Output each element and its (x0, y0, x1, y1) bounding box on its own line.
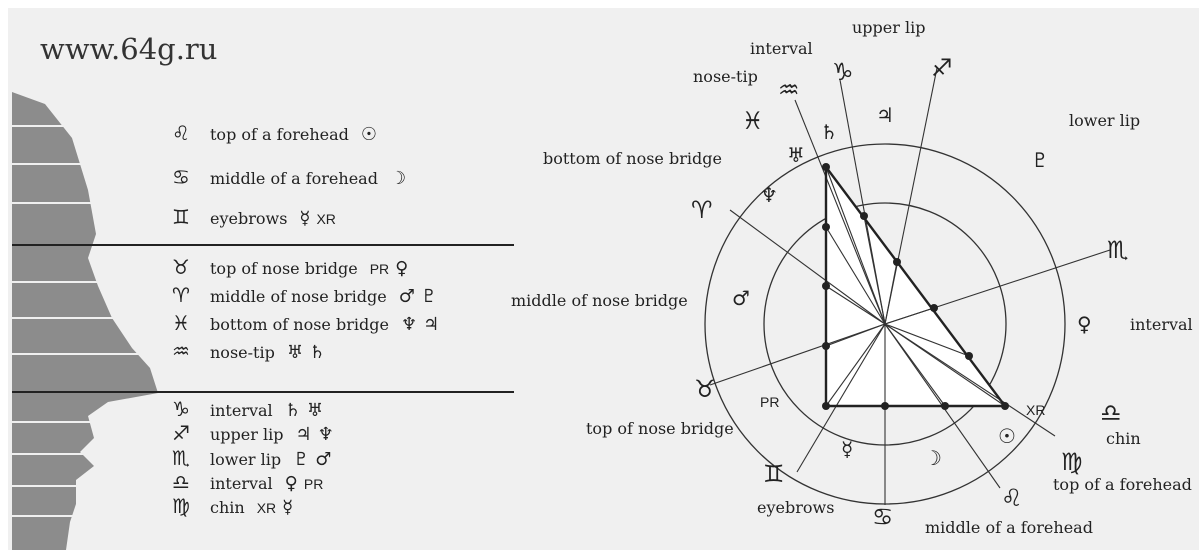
zodiac-sign-icon: ♎ (1100, 399, 1122, 427)
planet-icon: ♂ (732, 286, 750, 310)
zodiac-sign-icon: ♓ (742, 107, 764, 135)
planet-code: XR (1026, 402, 1045, 418)
zodiac-sign-icon: ♉ (694, 375, 716, 403)
planet-icon: ♄ (820, 120, 838, 144)
diagram-label: top of nose bridge (586, 419, 734, 438)
dot (822, 223, 830, 231)
diagram-label: middle of nose bridge (511, 291, 688, 310)
dot (893, 258, 901, 266)
zodiac-sign-icon: ♐ (931, 54, 953, 82)
zodiac-sign-icon: ♈ (691, 196, 713, 224)
zodiac-sign-icon: ♍ (1061, 448, 1083, 476)
diagram-label: lower lip (1069, 111, 1140, 130)
planet-icon: ♅ (787, 143, 805, 167)
dot (1001, 402, 1009, 410)
zodiac-sign-icon: ♏ (1107, 236, 1129, 264)
diagram-label: chin (1106, 429, 1141, 448)
zodiac-sign-icon: ♑ (832, 58, 854, 86)
diagram-label: eyebrows (757, 498, 834, 517)
zodiac-sign-icon: ♊ (763, 460, 785, 488)
planet-icon: ☉ (998, 424, 1016, 448)
planet-icon: ☽ (924, 446, 942, 470)
dot (822, 282, 830, 290)
dot (822, 163, 830, 171)
diagram-label: bottom of nose bridge (543, 149, 722, 168)
dot (965, 352, 973, 360)
planet-icon: ♃ (876, 103, 894, 127)
planet-icon: ☿ (841, 437, 853, 461)
zodiac-sign-icon: ♒ (778, 76, 800, 104)
diagram-label: middle of a forehead (925, 518, 1093, 537)
planet-icon: ♇ (1031, 148, 1049, 172)
diagram-label: top of a forehead (1053, 475, 1192, 494)
dot (860, 212, 868, 220)
dot (941, 402, 949, 410)
diagram-label: nose-tip (693, 67, 758, 86)
diagram-label: interval (750, 39, 813, 58)
dot (822, 342, 830, 350)
planet-code: PR (760, 394, 779, 410)
planet-icon: ♀ (1077, 312, 1092, 336)
zodiac-sign-icon: ♌ (1001, 484, 1023, 512)
zodiac-sign-icon: ♋ (872, 503, 894, 531)
planet-icon: ♆ (760, 183, 778, 207)
dot (822, 402, 830, 410)
diagram-label: interval (1130, 315, 1193, 334)
diagram-label: upper lip (852, 18, 925, 37)
dot (930, 304, 938, 312)
dot (881, 402, 889, 410)
